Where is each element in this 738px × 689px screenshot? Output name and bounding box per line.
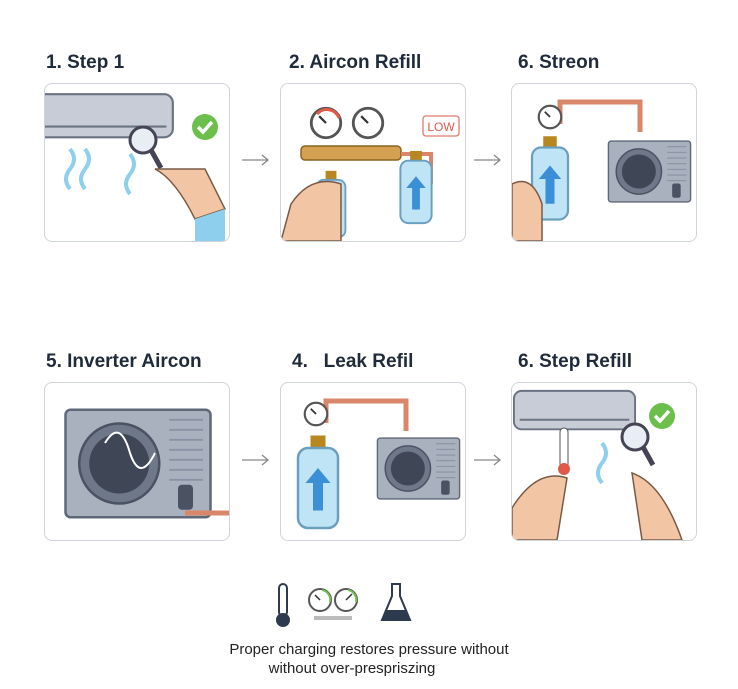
arrow-right-icon (242, 154, 270, 166)
arrow-right-icon (474, 154, 502, 166)
step-title: 2. Aircon Refill (289, 52, 422, 73)
pressure-gauge-icon (308, 588, 358, 620)
step-panel-6 (511, 382, 697, 541)
step-title: 4. Leak Refil (292, 351, 414, 372)
step-title: 6. Step Refill (518, 351, 633, 372)
refrigerant-bottle-outdoor-unit-illustration (512, 99, 692, 241)
arrow-right-icon (242, 454, 270, 466)
manifold-gauge-illustration: LOW (281, 106, 460, 241)
step-panel-5 (280, 382, 466, 541)
thermometer-icon (276, 583, 290, 627)
inverter-outdoor-unit-illustration (64, 408, 229, 519)
footer-icons (276, 583, 412, 627)
check-icon (647, 401, 677, 431)
step-title: 1. Step 1 (46, 52, 125, 73)
step-panel-2: LOW (280, 83, 466, 242)
arrow-right-icon (474, 454, 502, 466)
step-title: 5. Inverter Aircon (46, 351, 202, 372)
step-panel-4 (44, 382, 230, 541)
step-title: 6. Streon (518, 52, 600, 73)
step-panel-3 (511, 83, 697, 242)
footer-caption-line1: Proper charging restores pressure withou… (229, 641, 509, 658)
step-panel-1 (44, 83, 230, 242)
low-badge: LOW (427, 120, 455, 134)
indoor-unit-inspection-illustration (45, 93, 227, 241)
check-icon (190, 112, 220, 142)
verify-with-thermometer-illustration (512, 389, 683, 540)
flask-icon (380, 583, 412, 621)
leak-refill-illustration (296, 398, 461, 530)
footer-caption-line2: without over-prespriszing (268, 660, 436, 677)
